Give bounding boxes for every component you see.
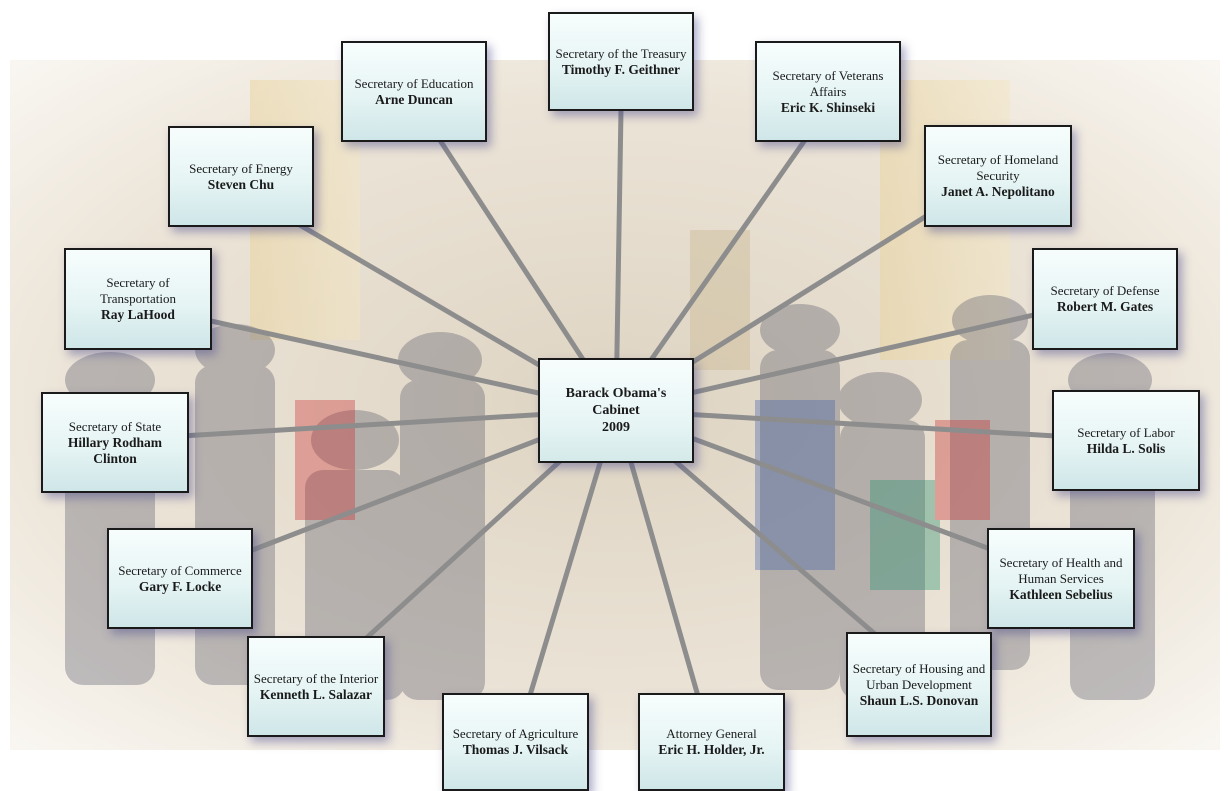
connector-defense bbox=[615, 297, 1101, 413]
node-title: Secretary of Agriculture bbox=[452, 726, 579, 741]
node-education: Secretary of Education Arne Duncan bbox=[341, 41, 487, 142]
connector-state bbox=[114, 407, 617, 443]
node-defense: Secretary of Defense Robert M. Gates bbox=[1032, 248, 1178, 350]
node-name: Steven Chu bbox=[207, 176, 275, 192]
node-title: Secretary of the Treasury bbox=[555, 45, 687, 61]
node-name: Hilda L. Solis bbox=[1086, 440, 1166, 456]
node-agriculture: Secretary of Agriculture Thomas J. Vilsa… bbox=[442, 693, 589, 791]
node-treasury: Secretary of the Treasury Timothy F. Gei… bbox=[548, 12, 694, 111]
node-name: Robert M. Gates bbox=[1056, 299, 1154, 314]
node-title: Secretary of Commerce bbox=[118, 562, 242, 578]
node-veterans-affairs: Secretary of Veterans Affairs Eric K. Sh… bbox=[755, 41, 901, 142]
node-title: Secretary of Housing and Urban Developme… bbox=[852, 660, 986, 692]
node-title: Secretary of Defense bbox=[1050, 283, 1160, 298]
node-title: Secretary of Labor bbox=[1077, 424, 1175, 440]
node-transportation: Secretary of Transportation Ray LaHood bbox=[64, 248, 212, 350]
node-labor: Secretary of Labor Hilda L. Solis bbox=[1052, 390, 1200, 491]
node-title: Secretary of Energy bbox=[189, 160, 293, 176]
connector-agriculture bbox=[512, 409, 619, 746]
node-name: Janet A. Nepolitano bbox=[941, 184, 1055, 199]
node-title: Secretary of Homeland Security bbox=[937, 152, 1059, 183]
node-homeland-security: Secretary of Homeland Security Janet A. … bbox=[924, 125, 1072, 227]
node-title: Secretary of State bbox=[68, 418, 162, 434]
hub-line-2: Cabinet bbox=[592, 403, 640, 418]
node-title: Secretary of Education bbox=[354, 75, 474, 91]
hub-line-1: Barack Obama's bbox=[565, 386, 667, 401]
node-title: Secretary of the Interior bbox=[253, 670, 379, 686]
connector-attorney-general bbox=[613, 409, 715, 746]
node-title: Secretary of Health and Human Services bbox=[999, 554, 1123, 586]
node-name: Gary F. Locke bbox=[138, 578, 222, 594]
node-title: Secretary of Veterans Affairs bbox=[772, 67, 884, 99]
node-attorney-general: Attorney General Eric H. Holder, Jr. bbox=[638, 693, 785, 791]
connector-labor bbox=[615, 407, 1124, 443]
hub-line-3: 2009 bbox=[602, 420, 630, 435]
node-name: Hillary Rodham Clinton bbox=[67, 434, 163, 466]
node-state: Secretary of State Hillary Rodham Clinto… bbox=[41, 392, 189, 493]
node-name: Shaun L.S. Donovan bbox=[859, 692, 979, 708]
node-health-human-services: Secretary of Health and Human Services K… bbox=[987, 528, 1135, 629]
node-energy: Secretary of Energy Steven Chu bbox=[168, 126, 314, 227]
connector-transportation bbox=[137, 302, 617, 413]
node-name: Arne Duncan bbox=[375, 91, 453, 107]
cabinet-hub: Barack Obama's Cabinet 2009 bbox=[538, 358, 694, 463]
node-name: Eric H. Holder, Jr. bbox=[658, 742, 765, 757]
node-name: Timothy F. Geithner bbox=[561, 61, 681, 77]
node-title: Secretary of Transportation bbox=[99, 275, 177, 306]
node-name: Eric K. Shinseki bbox=[780, 99, 876, 115]
node-title: Attorney General bbox=[666, 726, 757, 741]
node-name: Thomas J. Vilsack bbox=[462, 742, 569, 757]
node-interior: Secretary of the Interior Kenneth L. Sal… bbox=[247, 636, 385, 737]
node-housing-urban-development: Secretary of Housing and Urban Developme… bbox=[846, 632, 992, 737]
node-name: Kathleen Sebelius bbox=[1009, 586, 1113, 602]
node-name: Ray LaHood bbox=[101, 307, 175, 322]
node-commerce: Secretary of Commerce Gary F. Locke bbox=[107, 528, 253, 629]
node-name: Kenneth L. Salazar bbox=[259, 686, 373, 702]
